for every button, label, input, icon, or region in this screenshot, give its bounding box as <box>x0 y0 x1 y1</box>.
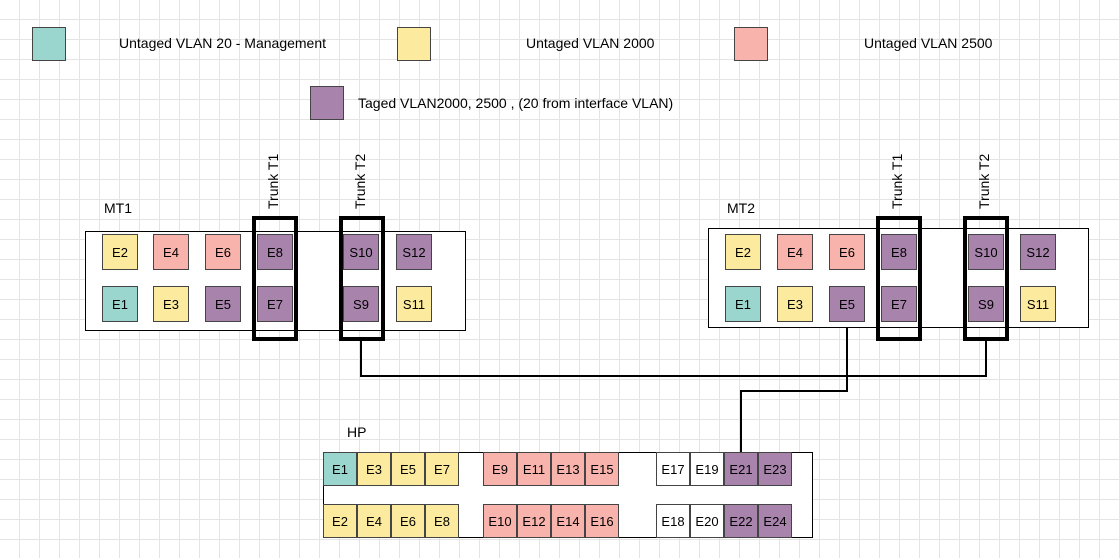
hp-port-e23: E23 <box>758 452 792 486</box>
mt2-port-s12: S12 <box>1020 234 1056 270</box>
mt1-port-e5: E5 <box>205 286 241 322</box>
hp-port-e14: E14 <box>551 504 585 538</box>
mt1-port-s9: S9 <box>343 286 379 322</box>
hp-port-e16: E16 <box>585 504 619 538</box>
hp-port-e2: E2 <box>323 504 357 538</box>
hp-port-e9: E9 <box>483 452 517 486</box>
mt1-port-s12: S12 <box>396 234 432 270</box>
mt1-trunk-t2-frame <box>339 216 385 341</box>
hp-port-e6: E6 <box>391 504 425 538</box>
mt1-port-e4: E4 <box>153 234 189 270</box>
hp-port-e3: E3 <box>357 452 391 486</box>
mt2-trunk-t2-frame <box>963 216 1009 341</box>
hp-port-e22: E22 <box>724 504 758 538</box>
mt2-port-e5: E5 <box>829 286 865 322</box>
hp-port-e12: E12 <box>517 504 551 538</box>
hp-port-e8: E8 <box>425 504 459 538</box>
legend-label-vlan2000: Untaged VLAN 2000 <box>526 35 655 51</box>
legend-swatch-management <box>32 27 66 61</box>
mt2-port-e6: E6 <box>829 234 865 270</box>
hp-port-e4: E4 <box>357 504 391 538</box>
legend-swatch-vlan2500 <box>734 27 768 61</box>
hp-port-e18: E18 <box>656 504 690 538</box>
legend-label-management: Untaged VLAN 20 - Management <box>119 35 327 51</box>
mt2-port-s11: S11 <box>1020 286 1056 322</box>
hp-title: HP <box>347 424 367 440</box>
mt2-port-e8: E8 <box>881 234 917 270</box>
hp-port-e21: E21 <box>724 452 758 486</box>
hp-port-e17: E17 <box>656 452 690 486</box>
mt1-port-e2: E2 <box>102 234 138 270</box>
wire-mt1-s9-down <box>360 340 362 377</box>
mt1-trunk-t2-label: Trunk T2 <box>352 153 368 209</box>
hp-port-e24: E24 <box>758 504 792 538</box>
wire-mt1-mt2-link <box>360 375 987 377</box>
legend-swatch-tagged <box>310 86 344 120</box>
mt1-trunk-t1-label: Trunk T1 <box>265 153 281 209</box>
mt2-port-e7: E7 <box>881 286 917 322</box>
mt2-port-s9: S9 <box>968 286 1004 322</box>
wire-mt2-e5-down <box>846 325 848 392</box>
hp-port-e19: E19 <box>690 452 724 486</box>
wire-mt2-hp-link <box>740 390 848 392</box>
legend-label-vlan2500: Untaged VLAN 2500 <box>864 35 993 51</box>
mt1-port-e7: E7 <box>257 286 293 322</box>
mt2-port-e4: E4 <box>777 234 813 270</box>
mt1-port-e3: E3 <box>153 286 189 322</box>
hp-port-e15: E15 <box>585 452 619 486</box>
mt1-port-e1: E1 <box>102 286 138 322</box>
mt1-port-e6: E6 <box>205 234 241 270</box>
mt2-port-s10: S10 <box>968 234 1004 270</box>
mt2-trunk-t2-label: Trunk T2 <box>976 153 992 209</box>
legend-label-tagged: Taged VLAN2000, 2500 , (20 from interfac… <box>358 95 674 111</box>
legend-swatch-vlan2000 <box>397 27 431 61</box>
hp-port-e13: E13 <box>551 452 585 486</box>
hp-port-e11: E11 <box>517 452 551 486</box>
hp-port-e5: E5 <box>391 452 425 486</box>
mt1-port-e8: E8 <box>257 234 293 270</box>
mt1-port-s11: S11 <box>396 286 432 322</box>
mt1-trunk-t1-frame <box>252 216 298 341</box>
mt2-port-e3: E3 <box>777 286 813 322</box>
mt1-title: MT1 <box>104 200 132 216</box>
mt2-trunk-t1-frame <box>876 216 922 341</box>
hp-port-e1: E1 <box>323 452 357 486</box>
mt2-trunk-t1-label: Trunk T1 <box>889 153 905 209</box>
hp-port-e7: E7 <box>425 452 459 486</box>
mt2-title: MT2 <box>727 200 755 216</box>
hp-port-e10: E10 <box>483 504 517 538</box>
hp-port-e20: E20 <box>690 504 724 538</box>
wire-hp-e21-up <box>740 390 742 455</box>
mt2-port-e1: E1 <box>725 286 761 322</box>
mt1-port-s10: S10 <box>343 234 379 270</box>
mt2-port-e2: E2 <box>725 234 761 270</box>
wire-mt2-s9-down <box>985 340 987 377</box>
